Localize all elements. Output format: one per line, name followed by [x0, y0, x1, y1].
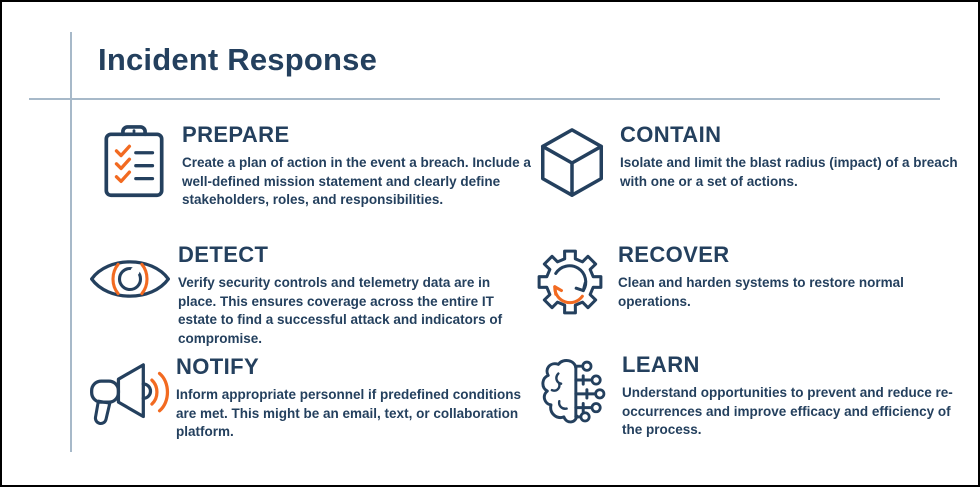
section-body-detect: Verify security controls and telemetry d…	[178, 275, 503, 346]
brain-circuit-icon	[530, 352, 618, 432]
section-heading-contain: CONTAIN	[620, 122, 722, 147]
section-detect: DETECT Verify security controls and tele…	[86, 242, 536, 348]
page-title: Incident Response	[98, 42, 378, 77]
section-body-contain: Isolate and limit the blast radius (impa…	[620, 155, 958, 189]
section-body-prepare: Create a plan of action in the event a b…	[182, 155, 531, 207]
section-body-notify: Inform appropriate personnel if predefin…	[176, 387, 522, 439]
megaphone-icon	[84, 358, 172, 431]
section-heading-recover: RECOVER	[618, 242, 730, 267]
section-prepare: PREPARE Create a plan of action in the e…	[90, 122, 540, 210]
section-heading-prepare: PREPARE	[182, 122, 290, 147]
gear-refresh-icon	[526, 244, 614, 320]
cube-icon	[528, 122, 616, 204]
checklist-clipboard-icon	[90, 122, 178, 202]
section-learn: LEARN Understand opportunities to preven…	[530, 352, 958, 440]
section-body-learn: Understand opportunities to prevent and …	[622, 385, 953, 437]
section-heading-notify: NOTIFY	[176, 354, 260, 379]
vertical-divider	[70, 32, 72, 452]
section-heading-learn: LEARN	[622, 352, 700, 377]
section-notify: NOTIFY Inform appropriate personnel if p…	[84, 354, 534, 442]
eye-icon	[86, 250, 174, 308]
section-body-recover: Clean and harden systems to restore norm…	[618, 275, 904, 309]
section-recover: RECOVER Clean and harden systems to rest…	[526, 242, 954, 315]
section-heading-detect: DETECT	[178, 242, 269, 267]
section-contain: CONTAIN Isolate and limit the blast radi…	[528, 122, 958, 197]
horizontal-divider	[29, 98, 940, 100]
